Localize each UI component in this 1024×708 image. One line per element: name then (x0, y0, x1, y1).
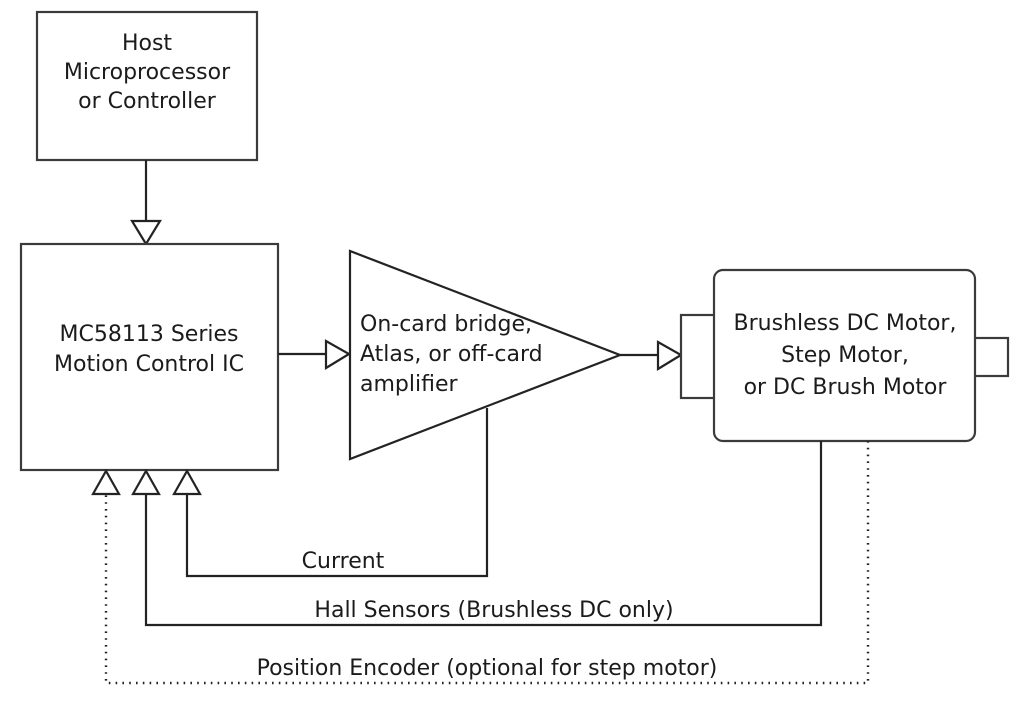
motor-right-stub (972, 336, 1010, 378)
motor-box (712, 268, 977, 443)
motor-label-line-3: or DC Brush Motor (744, 375, 948, 400)
amplifier-triangle (348, 249, 624, 461)
current-feedback-arrowhead-icon (172, 468, 202, 496)
host-label-line-1: Host (122, 31, 172, 56)
edge-ic-to-amplifier (278, 339, 352, 370)
edge-current-feedback: Current (172, 408, 489, 578)
motion-control-ic-label-line-1: MC58113 Series (60, 322, 239, 347)
motor-label-line-1: Brushless DC Motor, (734, 311, 957, 336)
host-to-ic-arrowhead-icon (130, 219, 162, 247)
node-motor[interactable]: Brushless DC Motor, Step Motor, or DC Br… (679, 268, 1010, 443)
edge-amplifier-to-motor (620, 340, 684, 371)
hall-feedback-line (144, 441, 823, 627)
motion-control-ic-label-line-2: Motion Control IC (54, 352, 244, 377)
motor-label-line-2: Step Motor, (781, 343, 909, 368)
host-label-line-2: Microprocessor (64, 60, 231, 85)
node-motion-control-ic[interactable]: MC58113 Series Motion Control IC (19, 242, 280, 472)
encoder-feedback-label: Position Encoder (optional for step moto… (257, 656, 718, 681)
amplifier-label-line-2: Atlas, or off-card (360, 342, 543, 367)
edge-host-to-ic (130, 160, 162, 247)
amplifier-label-line-1: On-card bridge, (360, 312, 532, 337)
node-host[interactable]: Host Microprocessor or Controller (35, 10, 259, 162)
host-label-line-3: or Controller (78, 89, 217, 114)
edge-encoder-feedback: Position Encoder (optional for step moto… (91, 441, 870, 685)
amplifier-to-motor-arrowhead-icon (656, 340, 684, 371)
edge-hall-feedback: Hall Sensors (Brushless DC only) (131, 441, 823, 627)
host-box (35, 10, 259, 162)
current-feedback-line (185, 408, 489, 578)
motor-left-stub (679, 313, 717, 400)
hall-feedback-arrowhead-icon (131, 468, 161, 496)
hall-feedback-label: Hall Sensors (Brushless DC only) (314, 598, 673, 623)
motion-control-ic-box (19, 242, 280, 472)
node-amplifier[interactable]: On-card bridge, Atlas, or off-card ampli… (348, 249, 624, 461)
ic-to-amplifier-arrowhead-icon (324, 339, 352, 370)
encoder-feedback-arrowhead-icon (91, 468, 121, 496)
amplifier-label-line-3: amplifier (360, 372, 458, 397)
current-feedback-label: Current (302, 549, 385, 574)
